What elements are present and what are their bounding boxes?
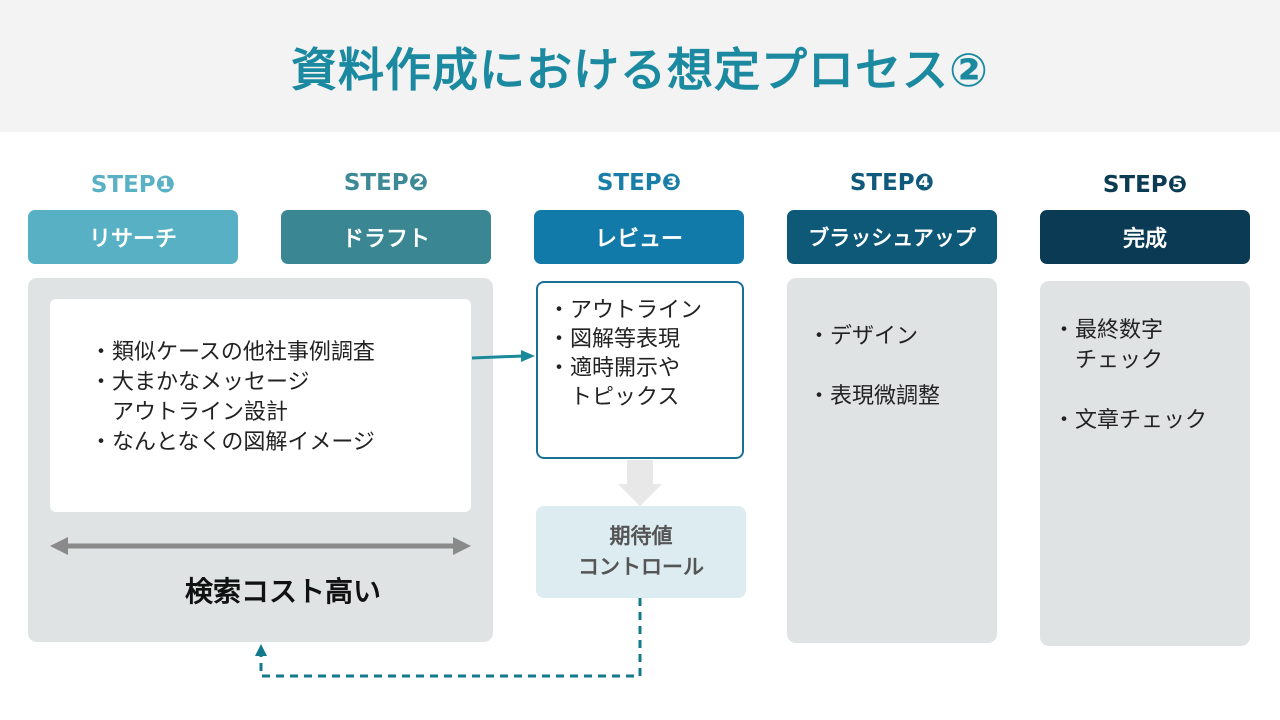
brushup-list: ・デザイン ・表現微調整 [808,322,940,412]
review-list: ・アウトライン ・図解等表現 ・適時開示や トピックス [548,296,702,412]
review-box [536,281,744,459]
research-box [50,299,471,512]
brushup-item: ・表現微調整 [808,384,941,409]
double-arrow [50,537,471,555]
research-item: ・類似ケースの他社事例調査 [90,340,375,365]
brushup-panel [787,278,997,643]
review-item: ・適時開示や [548,356,681,381]
review-item: ・図解等表現 [548,327,681,352]
step-3-label: STEP❸ [596,170,682,196]
brushup-item: ・デザイン [808,324,919,349]
search-cost-label: 検索コスト高い [184,575,381,608]
review-item: ・アウトライン [548,298,703,323]
expectation-control-line: コントロール [578,555,704,579]
research-item: アウトライン設計 [90,400,289,425]
step-1-pill: リサーチ [28,210,238,264]
step-2-pill: ドラフト [281,210,491,264]
step-3-pill: レビュー [534,210,744,264]
step-5-label: STEP❺ [1102,172,1188,198]
step-1-label: STEP❶ [90,172,176,198]
research-item: ・なんとなくの図解イメージ [90,430,375,455]
feedback-dashed-arrow [255,598,642,678]
header-band [0,0,1280,132]
step-2-label: STEP❷ [343,170,429,196]
complete-list: ・最終数字 チェック ・文章チェック [1053,316,1207,436]
complete-item: チェック [1053,348,1164,373]
expectation-control-box: 期待値 コントロール [536,506,746,598]
down-arrow [618,460,662,506]
research-item: ・大まかなメッセージ [90,370,310,395]
complete-item: ・最終数字 [1053,318,1164,343]
page-title: 資料作成における想定プロセス② [291,43,989,97]
step-4-pill: ブラッシュアップ [787,210,997,264]
research-list: ・類似ケースの他社事例調査 ・大まかなメッセージ アウトライン設計 ・なんとなく… [90,338,375,458]
complete-item: ・文章チェック [1053,408,1208,433]
review-item: トピックス [548,385,680,410]
expectation-control-line: 期待値 [609,524,673,548]
step-4-label: STEP❹ [849,170,935,196]
step-5-pill: 完成 [1040,210,1250,264]
complete-panel [1040,281,1250,646]
connector-arrow [471,350,535,362]
